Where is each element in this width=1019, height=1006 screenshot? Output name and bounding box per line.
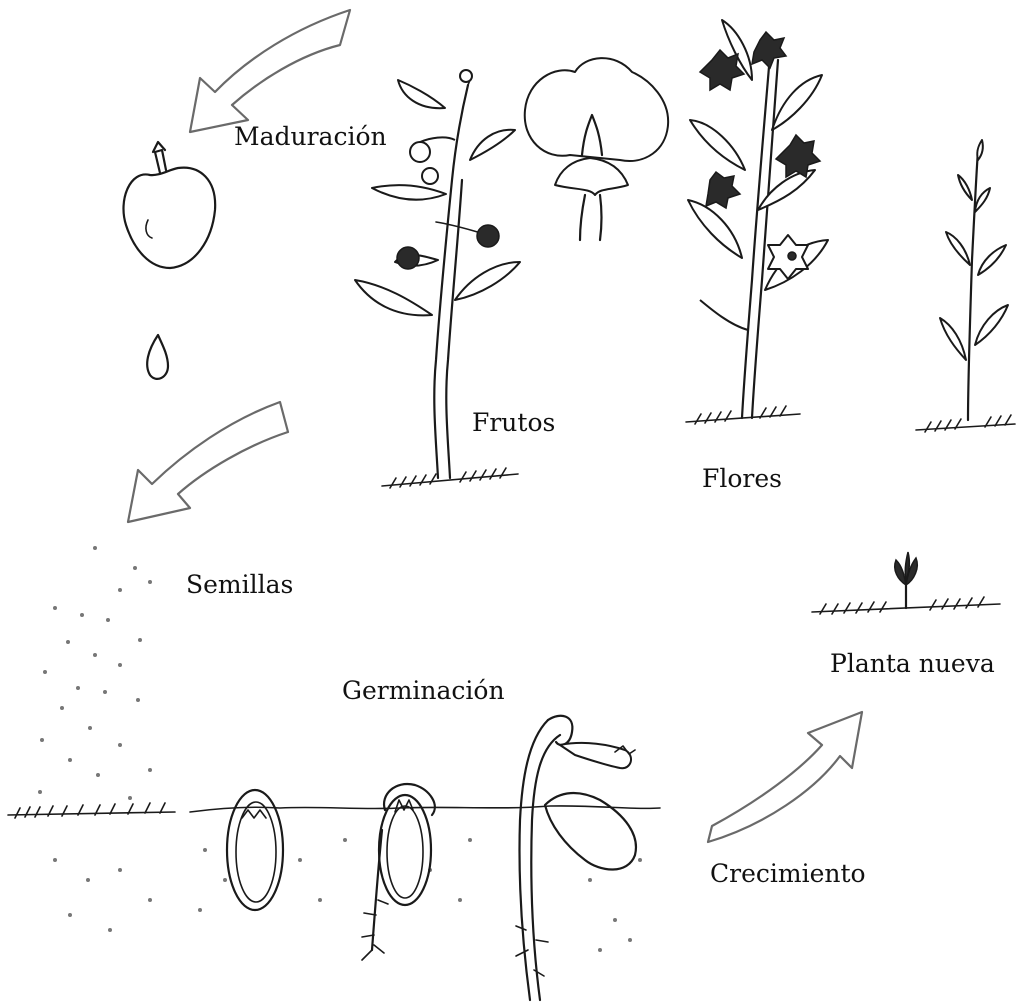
fruit-illustration xyxy=(123,142,215,268)
germination-soil xyxy=(190,806,660,952)
label-semillas: Semillas xyxy=(186,572,293,597)
flowering-plant-illustration xyxy=(686,20,828,424)
label-frutos: Frutos xyxy=(472,410,555,435)
label-maduracion: Maduración xyxy=(234,124,387,149)
germinating-seed-3 xyxy=(516,716,636,1000)
label-crecimiento: Crecimiento xyxy=(710,861,866,886)
label-germinacion: Germinación xyxy=(342,678,505,703)
soil-line-left xyxy=(8,803,175,818)
seed-illustration xyxy=(147,335,168,379)
scattered-seeds xyxy=(38,546,152,932)
label-planta-nueva: Planta nueva xyxy=(830,651,995,676)
label-flores: Flores xyxy=(702,466,782,491)
arrow-maturation xyxy=(190,10,350,132)
arrow-growth xyxy=(708,712,862,842)
young-plant-illustration xyxy=(916,140,1015,432)
arrow-seeds xyxy=(128,402,288,522)
seedling-illustration xyxy=(812,552,1000,614)
flower-illustration xyxy=(525,58,668,240)
germinating-seed-2 xyxy=(362,784,435,960)
